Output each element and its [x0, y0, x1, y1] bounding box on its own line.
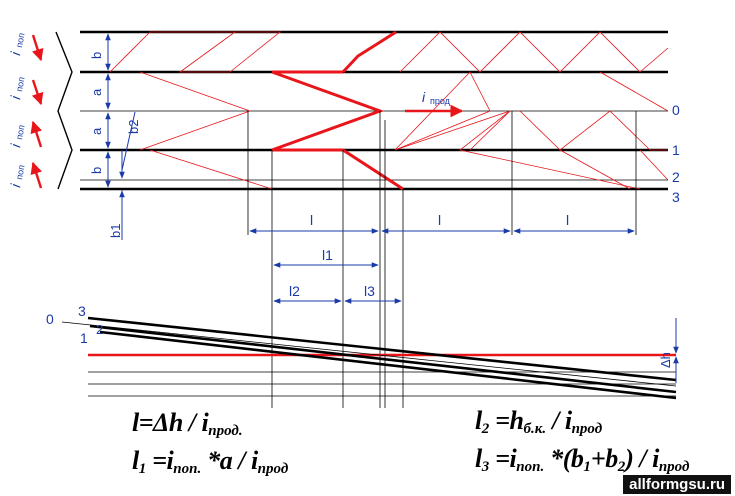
- formula-l3-rhs2-sub: 1: [583, 459, 591, 476]
- formula-l2-rhs1-sub: б.к.: [523, 421, 547, 438]
- dim-l-2: l: [438, 212, 441, 228]
- dim-l3: l3: [364, 283, 375, 299]
- formula-l3-rhs4-sub: прод: [658, 459, 690, 476]
- formula-l3-rhs1: =i: [489, 444, 517, 473]
- formula-l1-rhs1-sub: поп.: [173, 461, 202, 478]
- profile-label-2: 2: [96, 322, 103, 337]
- formula-l1-lhs-sub: 1: [138, 461, 147, 478]
- dim-b-bottom: b: [89, 167, 104, 174]
- break-symbol: [55, 31, 73, 190]
- formula-l: l=Δh / iпрод.: [132, 408, 243, 440]
- dim-l1: l1: [322, 247, 333, 263]
- thin-hatch-lines: [109, 31, 669, 190]
- line-label-1: 1: [672, 142, 680, 158]
- formula-l1: l1 =iпоп. *a / iпрод: [132, 446, 288, 478]
- formula-l-lhs: l: [132, 408, 139, 437]
- formula-l1-rhs2-sub: прод: [257, 461, 289, 478]
- formula-l3: l3 =iпоп. *(b1+b2) / iпрод: [475, 444, 689, 476]
- formula-l1-rhs1: =i: [146, 446, 174, 475]
- formula-l1-rhs2: *a / i: [201, 446, 258, 475]
- formula-l3-lhs: l: [475, 444, 482, 473]
- svg-text:поп: поп: [14, 76, 26, 92]
- dim-l-3: l: [566, 212, 569, 228]
- formula-l2-rhs2-sub: прод: [571, 421, 603, 438]
- formula-l1-lhs: l: [132, 446, 139, 475]
- profile-line-3: [87, 316, 677, 382]
- extension-lines: [247, 111, 637, 408]
- svg-text:i: i: [7, 50, 23, 57]
- formula-l2-rhs2: / i: [546, 406, 572, 435]
- dim-b-top: b: [89, 52, 104, 59]
- profile-label-1: 1: [80, 330, 88, 346]
- dim-b1: b1: [108, 224, 123, 238]
- profile-line-1: [89, 324, 677, 394]
- i-pop-labels: i поп i поп i поп i поп: [7, 32, 26, 189]
- profile-line-0: [61, 321, 677, 387]
- crossfall-arrows: [30, 34, 44, 189]
- dim-a-top: a: [89, 88, 104, 96]
- svg-text:i: i: [7, 94, 23, 101]
- length-dimensions: [249, 228, 635, 304]
- line-label-0: 0: [672, 102, 680, 118]
- formula-l2-lhs-sub: 2: [481, 421, 490, 438]
- dim-b2: b2: [126, 120, 141, 134]
- formula-l-rhs-sub: прод.: [208, 423, 243, 440]
- svg-text:поп: поп: [14, 164, 26, 180]
- thick-transition-lines: [271, 30, 404, 191]
- svg-text:поп: поп: [14, 32, 26, 48]
- formula-l3-rhs4: ) / i: [625, 444, 659, 473]
- formula-l3-rhs3-sub: 2: [617, 459, 626, 476]
- dim-l2: l2: [289, 283, 300, 299]
- formula-l3-rhs2: *(b: [544, 444, 584, 473]
- profile-view: Δh 3 0 1 2: [46, 303, 679, 400]
- formula-l3-rhs1-sub: поп.: [516, 459, 545, 476]
- svg-text:i: i: [7, 182, 23, 189]
- svg-text:i: i: [7, 142, 23, 149]
- profile-label-0: 0: [46, 311, 54, 327]
- svg-text:поп: поп: [14, 124, 26, 140]
- dim-l-1: l: [310, 212, 313, 228]
- dim-a-bottom: a: [89, 127, 104, 135]
- watermark: allformgsu.ru: [623, 475, 731, 494]
- plan-view: i прод i поп i поп i поп i поп: [7, 30, 680, 408]
- dim-dh: Δh: [658, 352, 673, 368]
- profile-label-3: 3: [78, 303, 86, 319]
- i-prod-sub: прод: [430, 96, 451, 106]
- line-label-3: 3: [672, 189, 680, 205]
- formula-l2-lhs: l: [475, 406, 482, 435]
- line-label-2: 2: [672, 169, 680, 185]
- formula-l3-rhs3: +b: [590, 444, 618, 473]
- width-dimensions: [105, 33, 136, 240]
- formula-l3-lhs-sub: 3: [481, 459, 490, 476]
- profile-line-2: [99, 330, 677, 400]
- formula-l2-rhs1: =h: [489, 406, 524, 435]
- formula-l-rhs: =Δh / i: [138, 408, 209, 437]
- i-prod-label: i: [422, 89, 426, 105]
- formula-l2: l2 =hб.к. / iпрод: [475, 406, 602, 438]
